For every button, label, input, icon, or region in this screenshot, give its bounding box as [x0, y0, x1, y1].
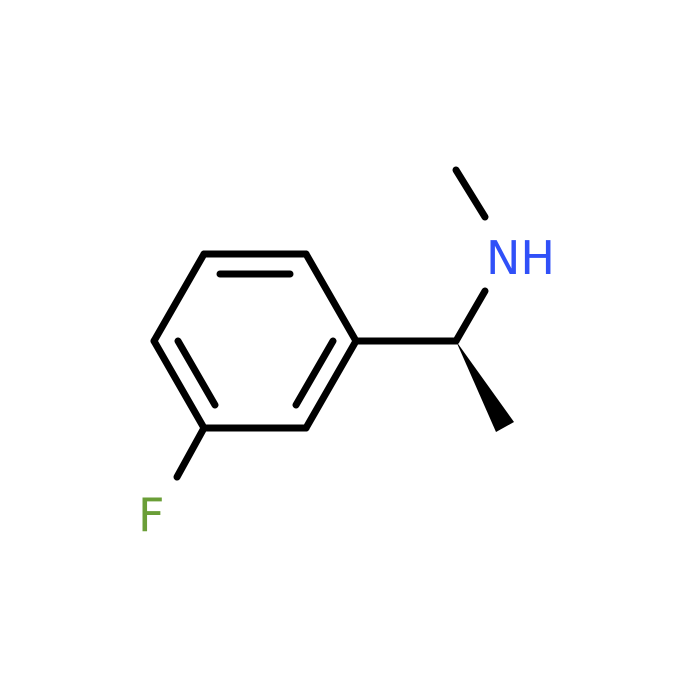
nitrogen-atom-label: NH	[486, 231, 555, 285]
bond-chiral-carbon-to-nitrogen	[452, 287, 489, 345]
benzene-ring	[150, 250, 360, 432]
ring-bond-c6-c1	[150, 250, 208, 345]
ring-double-bond-right	[292, 337, 337, 409]
bond-ring-to-fluorine	[173, 424, 208, 481]
ring-bond-c2-c3	[302, 250, 360, 345]
ring-bond-c5-c6	[150, 337, 208, 432]
wedge-bond-methyl	[456, 341, 514, 432]
ring-bond-c3-c4	[302, 337, 360, 432]
ring-double-bond-left	[174, 337, 219, 409]
fluorine-atom-label: F	[138, 488, 164, 542]
bond-nitrogen-to-methyl	[452, 166, 489, 221]
